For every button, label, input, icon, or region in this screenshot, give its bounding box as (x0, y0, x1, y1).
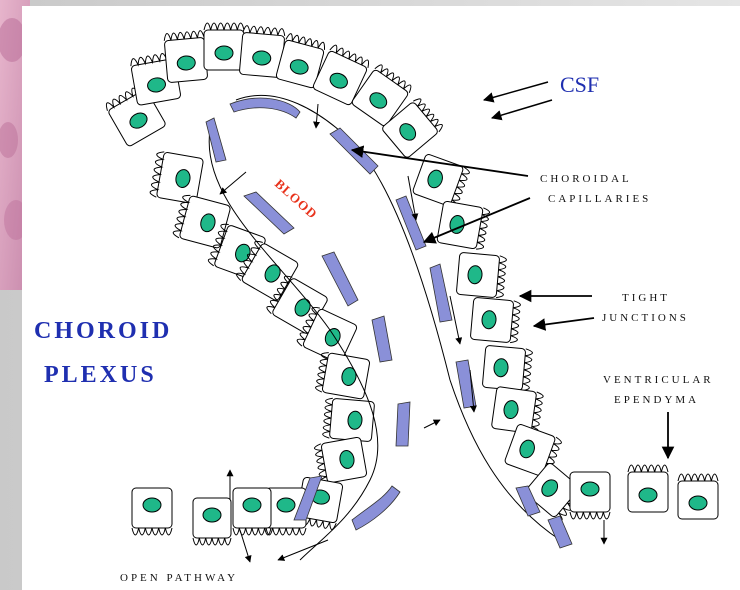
choroid-plexus-label-line1: CHOROID (34, 318, 172, 345)
epithelial-cell (149, 151, 203, 204)
cell-nucleus (143, 498, 161, 512)
tight-junction-pointer (534, 318, 594, 326)
choroidal-capillary (230, 98, 300, 118)
choroidal-capillaries-label-line1: CHOROIDAL (540, 173, 632, 185)
cell-nucleus (215, 46, 233, 60)
epithelial-cell (233, 488, 271, 535)
epithelial-cell (322, 398, 374, 442)
epithelial-cell (482, 345, 532, 391)
epithelial-cell (678, 474, 718, 519)
choroidal-capillary (430, 264, 452, 322)
choroidal-capillary (322, 252, 358, 306)
epithelial-cell (193, 498, 231, 545)
cell-nucleus (243, 498, 261, 512)
choroidal-capillary (548, 516, 572, 548)
cell-nucleus (581, 482, 599, 496)
cell-nucleus (203, 508, 221, 522)
ventricular-ependyma-label-line1: VENTRICULAR (603, 374, 714, 386)
epithelial-cell (164, 30, 208, 82)
cell-nucleus (277, 498, 295, 512)
epithelial-cell (470, 297, 520, 343)
choroidal-capillary (372, 316, 392, 362)
csf-label: CSF (560, 72, 599, 98)
epithelial-cell (315, 351, 370, 399)
tight-junctions-label-line2: JUNCTIONS (602, 312, 689, 324)
flow-arrow (220, 172, 246, 194)
choroid-plexus-label-line2: PLEXUS (44, 362, 157, 389)
epithelial-cell (412, 153, 471, 209)
flow-arrow (424, 420, 440, 428)
choroidal-capillaries-label-line2: CAPILLARIES (548, 193, 651, 205)
epithelial-cell (628, 465, 668, 512)
choroidal-capillary (352, 486, 400, 530)
cell-nucleus (639, 488, 657, 502)
epithelial-cell (456, 252, 506, 298)
epithelial-cell (132, 488, 172, 535)
cell-nucleus (689, 496, 707, 510)
ventricular-ependyma-label-line2: EPENDYMA (614, 394, 699, 406)
choroidal-capillary (396, 402, 410, 446)
open-pathway-label: OPEN PATHWAY (120, 572, 238, 584)
epithelial-cell (570, 472, 610, 519)
csf-arrow (484, 82, 548, 100)
tight-junctions-label-line1: TIGHT (622, 292, 670, 304)
csf-arrow (492, 100, 552, 118)
flow-arrow (316, 104, 318, 128)
epithelial-cell (204, 23, 244, 70)
